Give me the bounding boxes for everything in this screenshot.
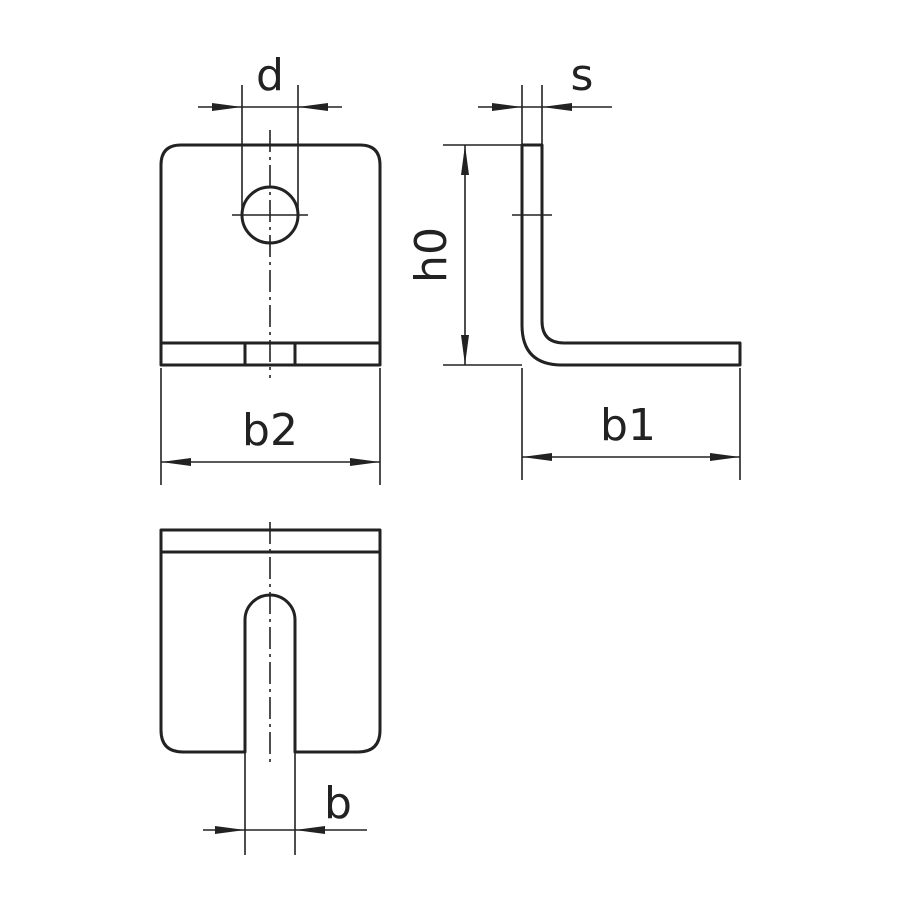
front-view xyxy=(159,130,382,378)
s-label: s xyxy=(571,50,594,101)
b2-arrow-right xyxy=(350,458,380,466)
angle-profile xyxy=(520,143,742,367)
b-arrow-left xyxy=(215,826,245,834)
b1-label: b1 xyxy=(600,400,656,451)
h0-arrow-bottom xyxy=(461,335,469,365)
dimension-b2: b2 xyxy=(160,368,381,485)
dimension-b1: b1 xyxy=(521,368,741,480)
dimension-h0: h0 xyxy=(406,144,522,366)
dimension-d: d xyxy=(198,50,342,215)
top-view xyxy=(159,522,382,765)
b2-arrow-left xyxy=(161,458,191,466)
b-arrow-right xyxy=(295,826,325,834)
front-view-outline xyxy=(159,143,382,367)
s-arrow-right xyxy=(542,103,572,111)
h0-label: h0 xyxy=(406,227,457,283)
b1-arrow-left xyxy=(522,453,552,461)
h0-arrow-top xyxy=(461,145,469,175)
dimension-b: b xyxy=(203,752,367,855)
dimension-s: s xyxy=(478,50,612,145)
d-arrow-right xyxy=(298,103,328,111)
d-arrow-left xyxy=(212,103,242,111)
d-label: d xyxy=(256,50,284,101)
top-view-outline xyxy=(159,528,382,754)
b-label: b xyxy=(324,778,352,829)
b2-label: b2 xyxy=(242,405,298,456)
side-view xyxy=(512,143,742,367)
b1-arrow-right xyxy=(710,453,740,461)
s-arrow-left xyxy=(492,103,522,111)
